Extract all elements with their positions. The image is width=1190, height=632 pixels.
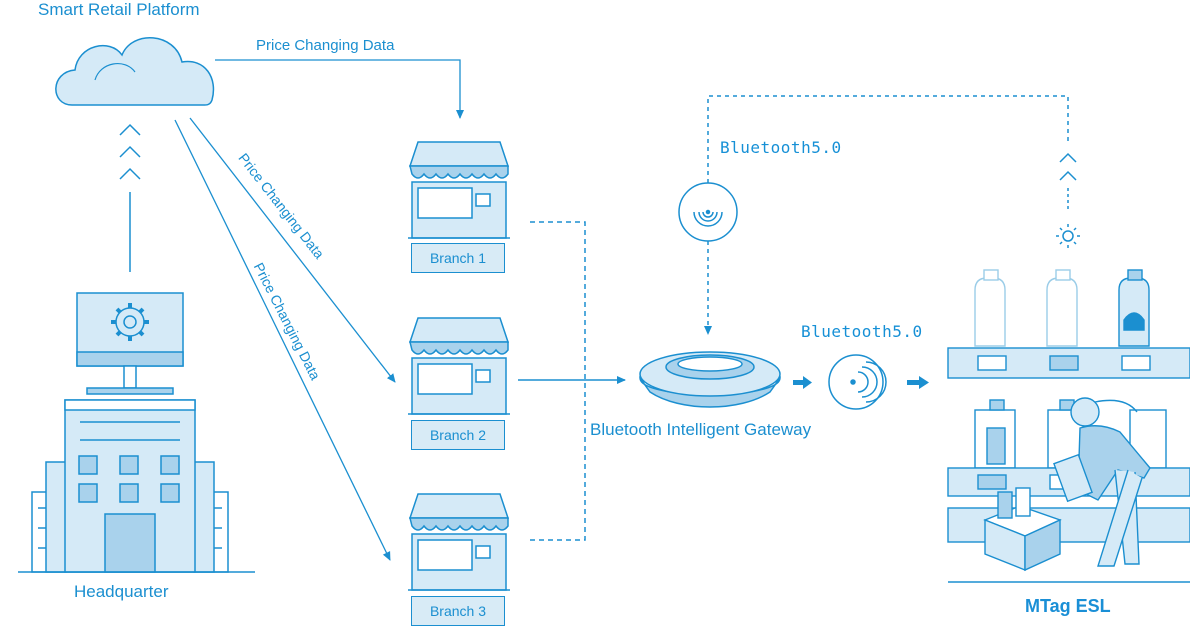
gateway-label: Bluetooth Intelligent Gateway	[590, 420, 812, 439]
branch-1-label: Branch 1	[411, 243, 505, 273]
headquarter-building-icon	[18, 399, 255, 573]
upload-chevrons-icon	[119, 123, 141, 272]
bluetooth-label-top: Bluetooth5.0	[720, 138, 842, 157]
price-data-arrows	[174, 59, 464, 561]
bluetooth-label-mid: Bluetooth5.0	[801, 322, 923, 341]
branch-2-label: Branch 2	[411, 420, 505, 450]
esl-signal-icon	[1056, 152, 1080, 248]
store-icon	[408, 141, 510, 591]
headquarter-label: Headquarter	[74, 582, 169, 601]
gateway-device-icon	[639, 351, 781, 408]
signal-to-esl-arrow	[907, 376, 929, 389]
cloud-icon	[55, 36, 215, 106]
shelf-products-illustration	[947, 269, 1190, 583]
gear-icon	[111, 303, 149, 341]
wireless-signal-icon	[678, 95, 1069, 335]
wireless-signal-icon-2	[828, 354, 887, 410]
branch-connectors	[518, 221, 626, 541]
cloud-label: Smart Retail Platform	[38, 0, 200, 19]
price-data-label-top: Price Changing Data	[256, 37, 395, 54]
esl-label: MTag ESL	[1025, 596, 1111, 616]
branch-3-label: Branch 3	[411, 596, 505, 626]
gateway-to-signal-arrow	[793, 376, 812, 389]
